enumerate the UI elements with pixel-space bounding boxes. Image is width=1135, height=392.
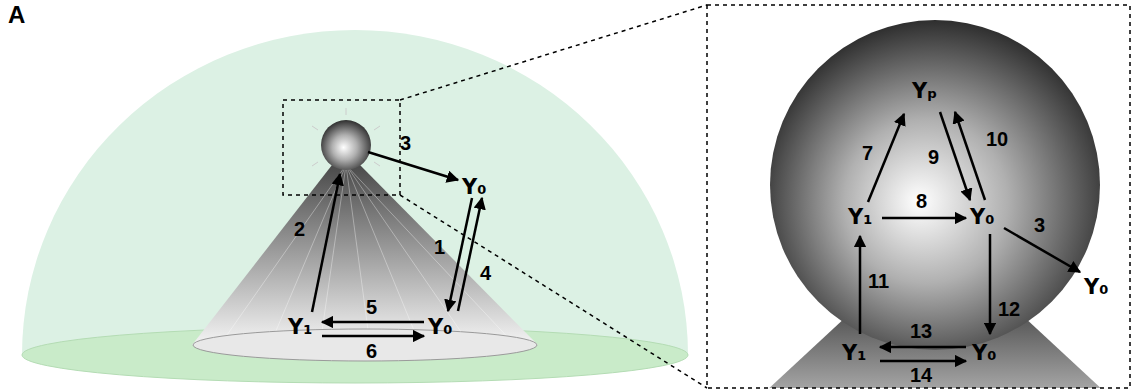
arrow <box>448 198 472 311</box>
species-label: Y₀ <box>428 316 452 339</box>
arrow <box>989 234 992 334</box>
zoom-box <box>283 100 400 195</box>
arrow <box>880 360 966 363</box>
cone <box>192 165 538 345</box>
cone-rays <box>220 165 515 345</box>
species-label: Y₀ <box>462 176 486 199</box>
callout-number: 3 <box>1034 214 1045 236</box>
species-label: Y₀ <box>970 206 994 229</box>
arrow <box>868 114 904 202</box>
callout-number: 5 <box>366 296 377 318</box>
arrow <box>322 321 424 324</box>
cone-base <box>193 329 537 361</box>
cilium-tip <box>770 20 1100 350</box>
callout-number: 11 <box>868 270 889 292</box>
arrow <box>312 174 340 312</box>
species-label: Y₁ <box>288 316 312 339</box>
arrow <box>322 335 424 338</box>
species-label: Y₀ <box>972 342 996 365</box>
panel-letter: A <box>8 2 25 28</box>
zoom-line <box>400 195 707 388</box>
callout-number: 14 <box>910 364 932 386</box>
arrow <box>859 236 862 334</box>
arrow <box>955 112 985 200</box>
arrow <box>880 346 966 349</box>
arrows <box>312 112 1080 361</box>
species-label: Y₀ <box>1084 276 1108 299</box>
arrow <box>458 198 482 311</box>
ground <box>22 327 688 383</box>
callout-number: 3 <box>400 132 411 154</box>
callout-number: 13 <box>910 320 932 342</box>
dome <box>22 30 688 355</box>
callout-number: 1 <box>434 236 445 258</box>
cilium-tip <box>321 120 371 170</box>
arrow <box>368 152 458 180</box>
arrow <box>882 217 966 220</box>
callout-number: 6 <box>366 340 377 362</box>
callout-number: 10 <box>986 128 1008 150</box>
callout-number: 2 <box>294 218 305 240</box>
callout-number: 12 <box>998 298 1020 320</box>
callout-number: 4 <box>480 262 491 284</box>
arrow <box>940 112 970 200</box>
callout-number: 9 <box>928 146 939 168</box>
species-label: Yₚ <box>912 80 937 103</box>
inset-frame <box>707 5 1130 388</box>
callout-number: 8 <box>916 190 927 212</box>
species-label: Y₁ <box>842 342 866 365</box>
callout-number: 7 <box>862 142 873 164</box>
zoom-line <box>400 5 707 100</box>
species-label: Y₁ <box>848 206 872 229</box>
